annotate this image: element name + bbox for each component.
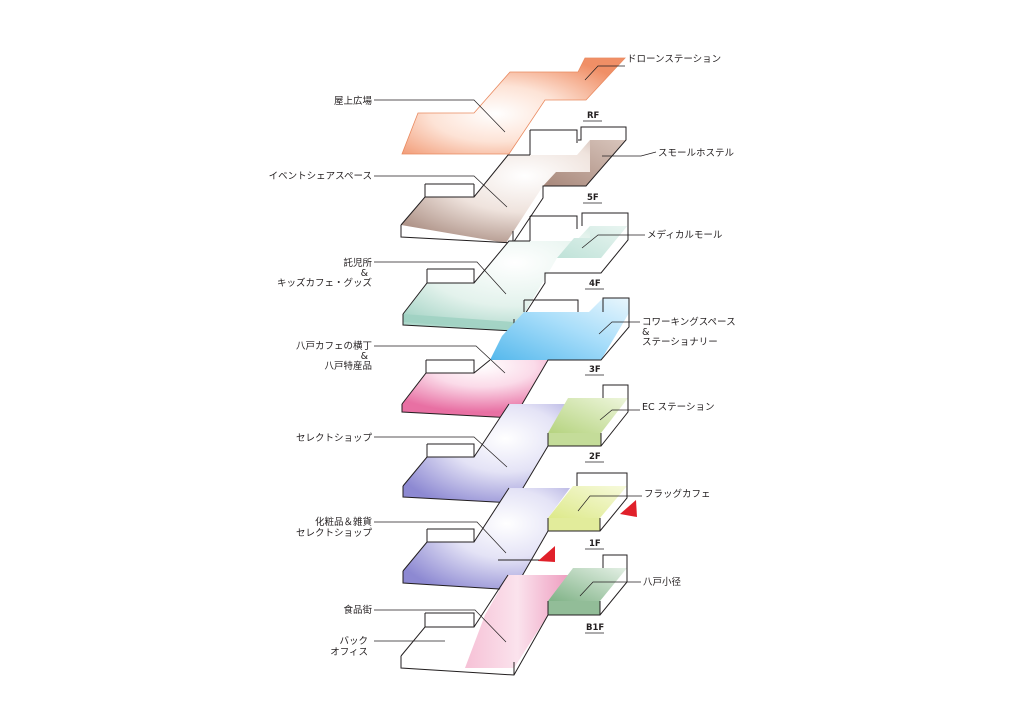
label-yokocho: 八戸カフェの横丁 [296, 340, 372, 352]
label-kids-cafe: キッズカフェ・グッズ [277, 277, 373, 289]
floor-label-1f: 1F [589, 539, 601, 549]
select-shop-2f-area [403, 404, 568, 503]
leader-drone [584, 65, 625, 81]
floor-b1f [374, 554, 641, 676]
entrance-arrow-icon [538, 546, 555, 562]
labels: RF 5F 4F 3F 2F 1F B1F ドローンステーション スモールホステ… [269, 54, 736, 658]
floor-label-2f: 2F [589, 452, 601, 462]
yokocho-area [402, 360, 548, 418]
floor-label-5f: 5F [587, 193, 599, 203]
floor-rf [374, 57, 626, 155]
flag-floor-band [548, 518, 600, 531]
entrance-arrow-icon [620, 500, 637, 517]
label-small-hostel: スモールホステル [658, 148, 735, 159]
food-hall-area [465, 575, 570, 668]
leader-select-2f [374, 436, 508, 468]
leader-yokocho [374, 345, 506, 374]
label-office: オフィス [330, 647, 368, 658]
leader-kids [374, 261, 507, 295]
medical-mall-area [557, 226, 627, 258]
flag-cafe-area [548, 486, 627, 518]
label-yokocho-amp: & [361, 351, 369, 362]
leader-flag [577, 495, 642, 512]
label-event-share: イベントシェアスペース [269, 171, 372, 182]
ec-station-area [548, 398, 628, 433]
komichi-floor-band [548, 601, 600, 615]
label-back: バック [339, 636, 368, 647]
floor-5f [374, 126, 657, 244]
kids-floor-band [403, 314, 514, 331]
label-select-shop-2f: セレクトショップ [296, 433, 373, 444]
small-hostel-area [543, 140, 626, 186]
leader-komichi [579, 581, 641, 597]
select-shop-1f-area [403, 488, 570, 590]
floor-label-rf: RF [587, 111, 600, 121]
floor-label-3f: 3F [589, 365, 601, 375]
label-hachinohe-komichi: 八戸小径 [643, 576, 682, 588]
rooftop-plaza-area [401, 57, 626, 155]
floor-label-4f: 4F [589, 279, 601, 289]
event-share-area [401, 140, 626, 243]
ec-floor-band [548, 433, 601, 446]
label-food-hall: 食品街 [343, 604, 372, 616]
leader-ec [599, 409, 640, 421]
leader-hostel [602, 151, 657, 157]
label-rooftop-plaza: 屋上広場 [334, 95, 373, 107]
komichi-area [548, 568, 627, 601]
floor-3f [374, 297, 640, 419]
label-select-shop-1f: セレクトショップ [296, 528, 373, 539]
leader-food [374, 609, 507, 643]
label-ec-station: EC ステーション [642, 402, 714, 413]
coworking-area [490, 298, 629, 360]
label-flag-cafe: フラッグカフェ [644, 488, 711, 500]
label-nursery: 託児所 [343, 257, 372, 269]
leader-rooftop [374, 99, 506, 133]
floor-1f [374, 472, 642, 591]
label-coworking: コワーキングスペース [642, 316, 736, 328]
label-stationery: ステーショナリー [642, 337, 718, 348]
label-specialty: 八戸特産品 [324, 360, 372, 372]
floor-label-b1f: B1F [586, 623, 604, 633]
leader-select-1f [374, 521, 507, 554]
label-coworking-amp: & [642, 327, 650, 338]
back-office-area [401, 615, 485, 668]
floor-2f [374, 384, 640, 504]
leader-cowork [598, 321, 640, 335]
label-nursery-amp: & [361, 268, 369, 279]
label-cosmetics: 化粧品＆雑貨 [315, 516, 372, 528]
label-medical-mall: メディカルモール [647, 229, 723, 241]
leader-event [374, 175, 508, 208]
label-drone-station: ドローンステーション [627, 54, 721, 65]
leader-medical [581, 234, 645, 249]
